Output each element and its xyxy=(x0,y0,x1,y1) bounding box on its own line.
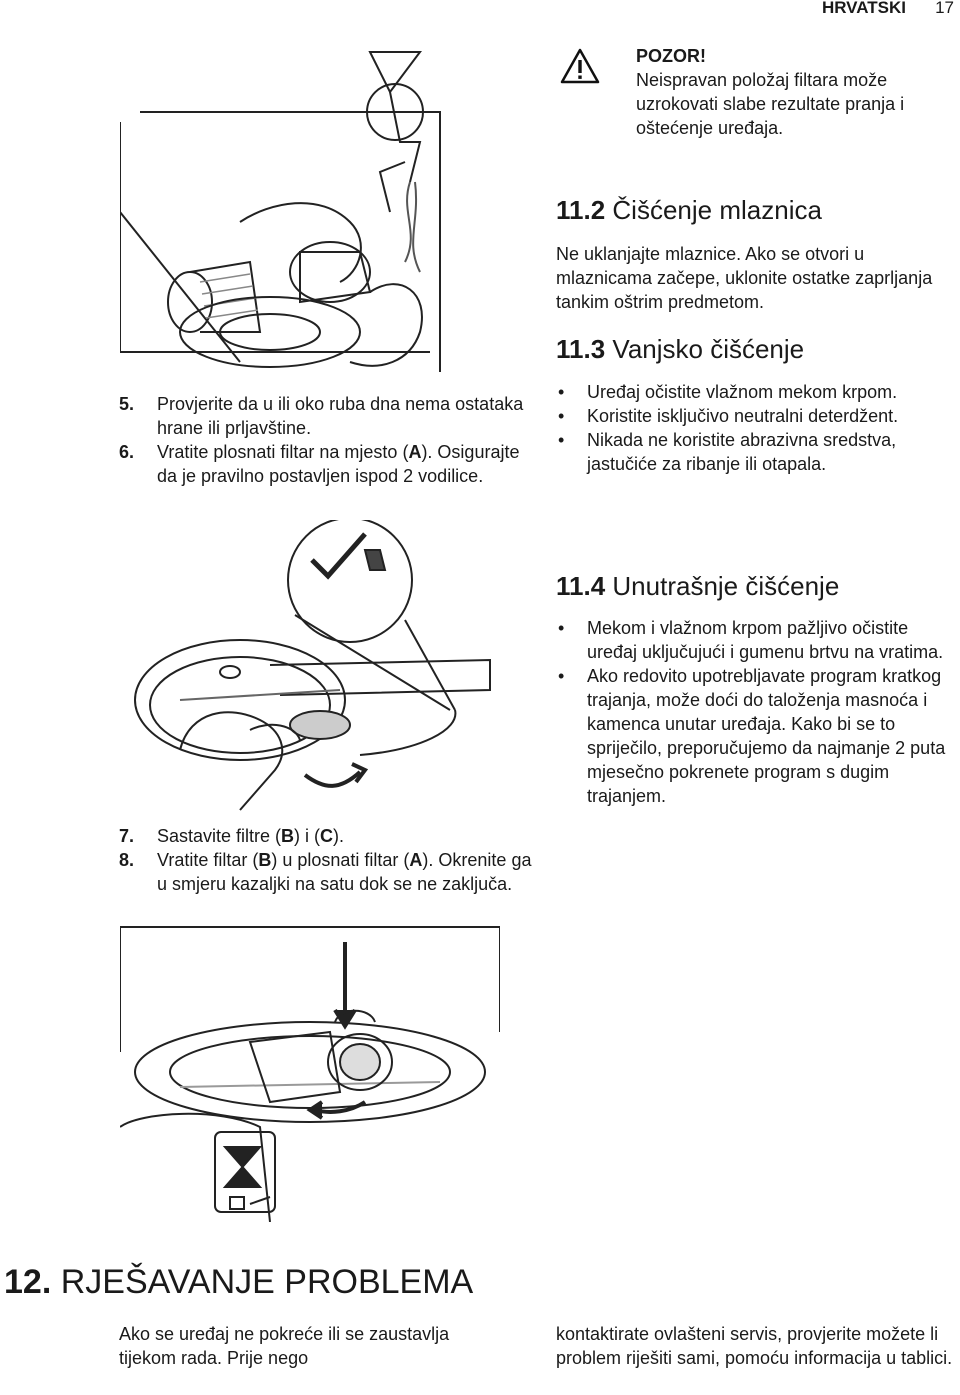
section-11-4-list: Mekom i vlažnom krpom pažljivo očistite … xyxy=(556,616,960,808)
section-11-3-list: Uređaj očistite vlažnom mekom krpom. Kor… xyxy=(556,380,936,476)
chapter-12-text-right: kontaktirate ovlašteni servis, provjerit… xyxy=(556,1324,953,1368)
chapter-heading-12: 12. RJEŠAVANJE PROBLEMA xyxy=(4,1263,474,1301)
step-text: Sastavite filtre (B) i (C). xyxy=(157,826,345,846)
header-language: HRVATSKI xyxy=(821,0,906,17)
warning-text: Neispravan položaj filtara može uzrokova… xyxy=(636,70,905,138)
filter-lock-illustration xyxy=(120,922,500,1222)
step-text: Vratite plosnati filtar na mjesto (A). O… xyxy=(157,442,520,486)
step-number: 6. xyxy=(119,442,135,462)
step-text: Vratite filtar (B) u plosnati filtar (A)… xyxy=(157,850,532,894)
filter-rinse-illustration xyxy=(120,32,450,392)
step-text: Provjerite da u ili oko ruba dna nema os… xyxy=(157,394,524,438)
step-8: 8. Vratite filtar (B) u plosnati filtar … xyxy=(119,848,539,896)
chapter-12-text-left: Ako se uređaj ne pokreće ili se zaustavl… xyxy=(119,1324,450,1368)
list-item: Koristite isključivo neutralni deterdžen… xyxy=(556,404,936,428)
step-6: 6. Vratite plosnati filtar na mjesto (A)… xyxy=(119,440,539,488)
step-5: 5. Provjerite da u ili oko ruba dna nema… xyxy=(119,392,539,440)
section-heading-11-2: 11.2 Čišćenje mlaznica xyxy=(556,195,822,225)
section-heading-11-3: 11.3 Vanjsko čišćenje xyxy=(556,334,805,364)
step-number: 5. xyxy=(119,394,135,414)
list-item: Nikada ne koristite abrazivna sredstva, … xyxy=(556,428,936,476)
warning-title: POZOR! xyxy=(636,46,706,66)
step-number: 8. xyxy=(119,850,135,870)
step-7: 7. Sastavite filtre (B) i (C). xyxy=(119,824,539,848)
list-item: Ako redovito upotrebljavate program krat… xyxy=(556,664,960,808)
warning-notice: POZOR! Neispravan položaj filtara može u… xyxy=(636,44,936,140)
section-heading-11-4: 11.4 Unutrašnje čišćenje xyxy=(556,571,840,601)
list-item: Mekom i vlažnom krpom pažljivo očistite … xyxy=(556,616,960,664)
warning-triangle-icon xyxy=(560,48,600,89)
list-item: Uređaj očistite vlažnom mekom krpom. xyxy=(556,380,936,404)
step-number: 7. xyxy=(119,826,135,846)
page-header: HRVATSKI 17 xyxy=(0,0,960,20)
section-11-2-text: Ne uklanjajte mlaznice. Ako se otvori u … xyxy=(556,244,933,312)
flat-filter-illustration xyxy=(120,520,500,820)
page-number: 17 xyxy=(935,0,954,17)
